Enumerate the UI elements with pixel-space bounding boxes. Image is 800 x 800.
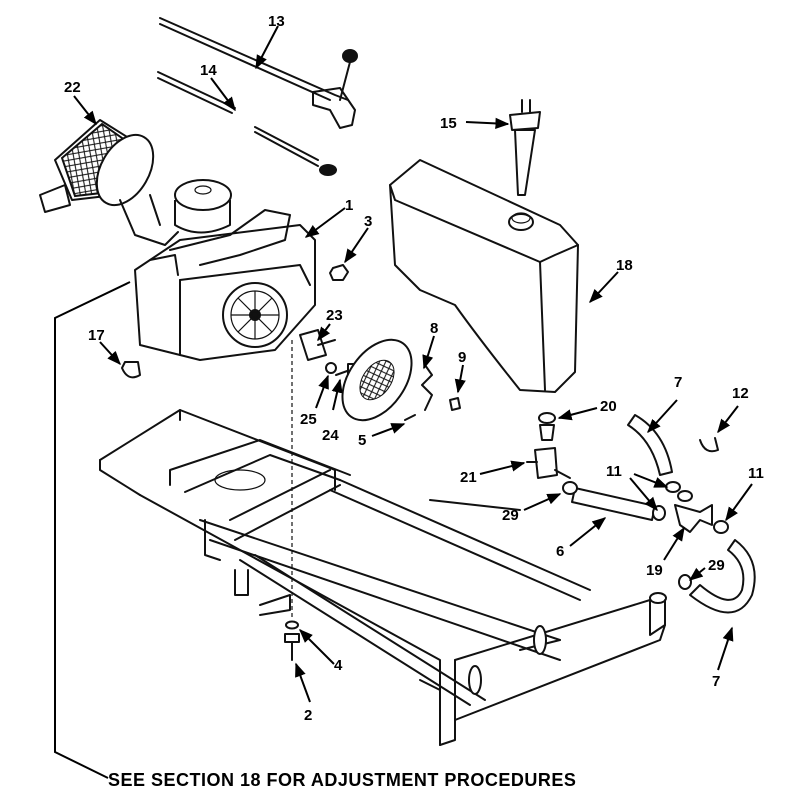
hose-clamps-part-11 xyxy=(652,481,729,534)
callout-13: 13 xyxy=(268,13,285,30)
engine xyxy=(134,179,316,361)
muffler xyxy=(39,119,179,246)
nut-part-3 xyxy=(329,264,349,281)
spring-clip-part-8 xyxy=(421,364,433,411)
reference-bracket xyxy=(54,281,131,779)
callout-9: 9 xyxy=(458,349,466,366)
fuel-hose-part-7-upper xyxy=(627,414,673,476)
pin-part-5 xyxy=(404,414,416,421)
callout-1: 1 xyxy=(345,197,353,214)
callout-12: 12 xyxy=(732,385,749,402)
y-fitting-part-19 xyxy=(674,504,713,533)
plug-part-9 xyxy=(449,397,461,411)
callout-7b: 7 xyxy=(712,673,720,690)
callout-11b: 11 xyxy=(748,465,764,482)
callout-8: 8 xyxy=(430,320,438,337)
callout-19: 19 xyxy=(646,562,663,579)
callout-29a: 29 xyxy=(502,507,519,524)
screen-disc xyxy=(341,338,413,422)
throttle-cable xyxy=(159,17,358,129)
callout-3: 3 xyxy=(364,213,372,230)
fuel-hose-part-6 xyxy=(571,487,656,521)
callout-25: 25 xyxy=(300,411,317,428)
fuel-fitting-part-20 xyxy=(538,412,556,441)
callout-21: 21 xyxy=(460,469,477,486)
callout-14: 14 xyxy=(200,62,217,79)
callout-11a: 11 xyxy=(606,463,622,480)
callout-5: 5 xyxy=(358,432,366,449)
fuel-tank xyxy=(389,159,579,393)
pulley-part-23 xyxy=(299,329,336,361)
hose-clamp-part-29 xyxy=(562,481,692,590)
washer-part-25 xyxy=(325,362,337,374)
leader-arrows xyxy=(73,25,753,703)
washer-part-4 xyxy=(285,620,299,630)
callout-29b: 29 xyxy=(708,557,725,574)
hose-clip-part-12 xyxy=(699,437,719,453)
callout-4: 4 xyxy=(334,657,343,674)
callout-2: 2 xyxy=(304,707,312,724)
callout-22: 22 xyxy=(64,79,81,96)
callout-24: 24 xyxy=(322,427,339,444)
caption: SEE SECTION 18 FOR ADJUSTMENT PROCEDURES xyxy=(108,770,577,790)
shutoff-valve-part-21 xyxy=(526,447,571,479)
callout-15: 15 xyxy=(440,115,457,132)
fuel-hose-part-7-lower xyxy=(689,539,756,614)
clamp-part-17 xyxy=(121,361,141,379)
callout-20: 20 xyxy=(600,398,617,415)
mower-frame xyxy=(99,409,667,746)
fuel-cap-part-15 xyxy=(509,99,541,196)
callout-23: 23 xyxy=(326,307,343,324)
callout-7a: 7 xyxy=(674,374,682,391)
callout-6: 6 xyxy=(556,543,564,560)
callout-17: 17 xyxy=(88,327,105,344)
callout-18: 18 xyxy=(616,257,633,274)
callout-labels: 13 14 22 1 3 15 18 17 23 25 24 8 9 5 20 … xyxy=(64,13,764,724)
bolt-part-2 xyxy=(284,633,300,661)
choke-cable xyxy=(157,71,337,176)
